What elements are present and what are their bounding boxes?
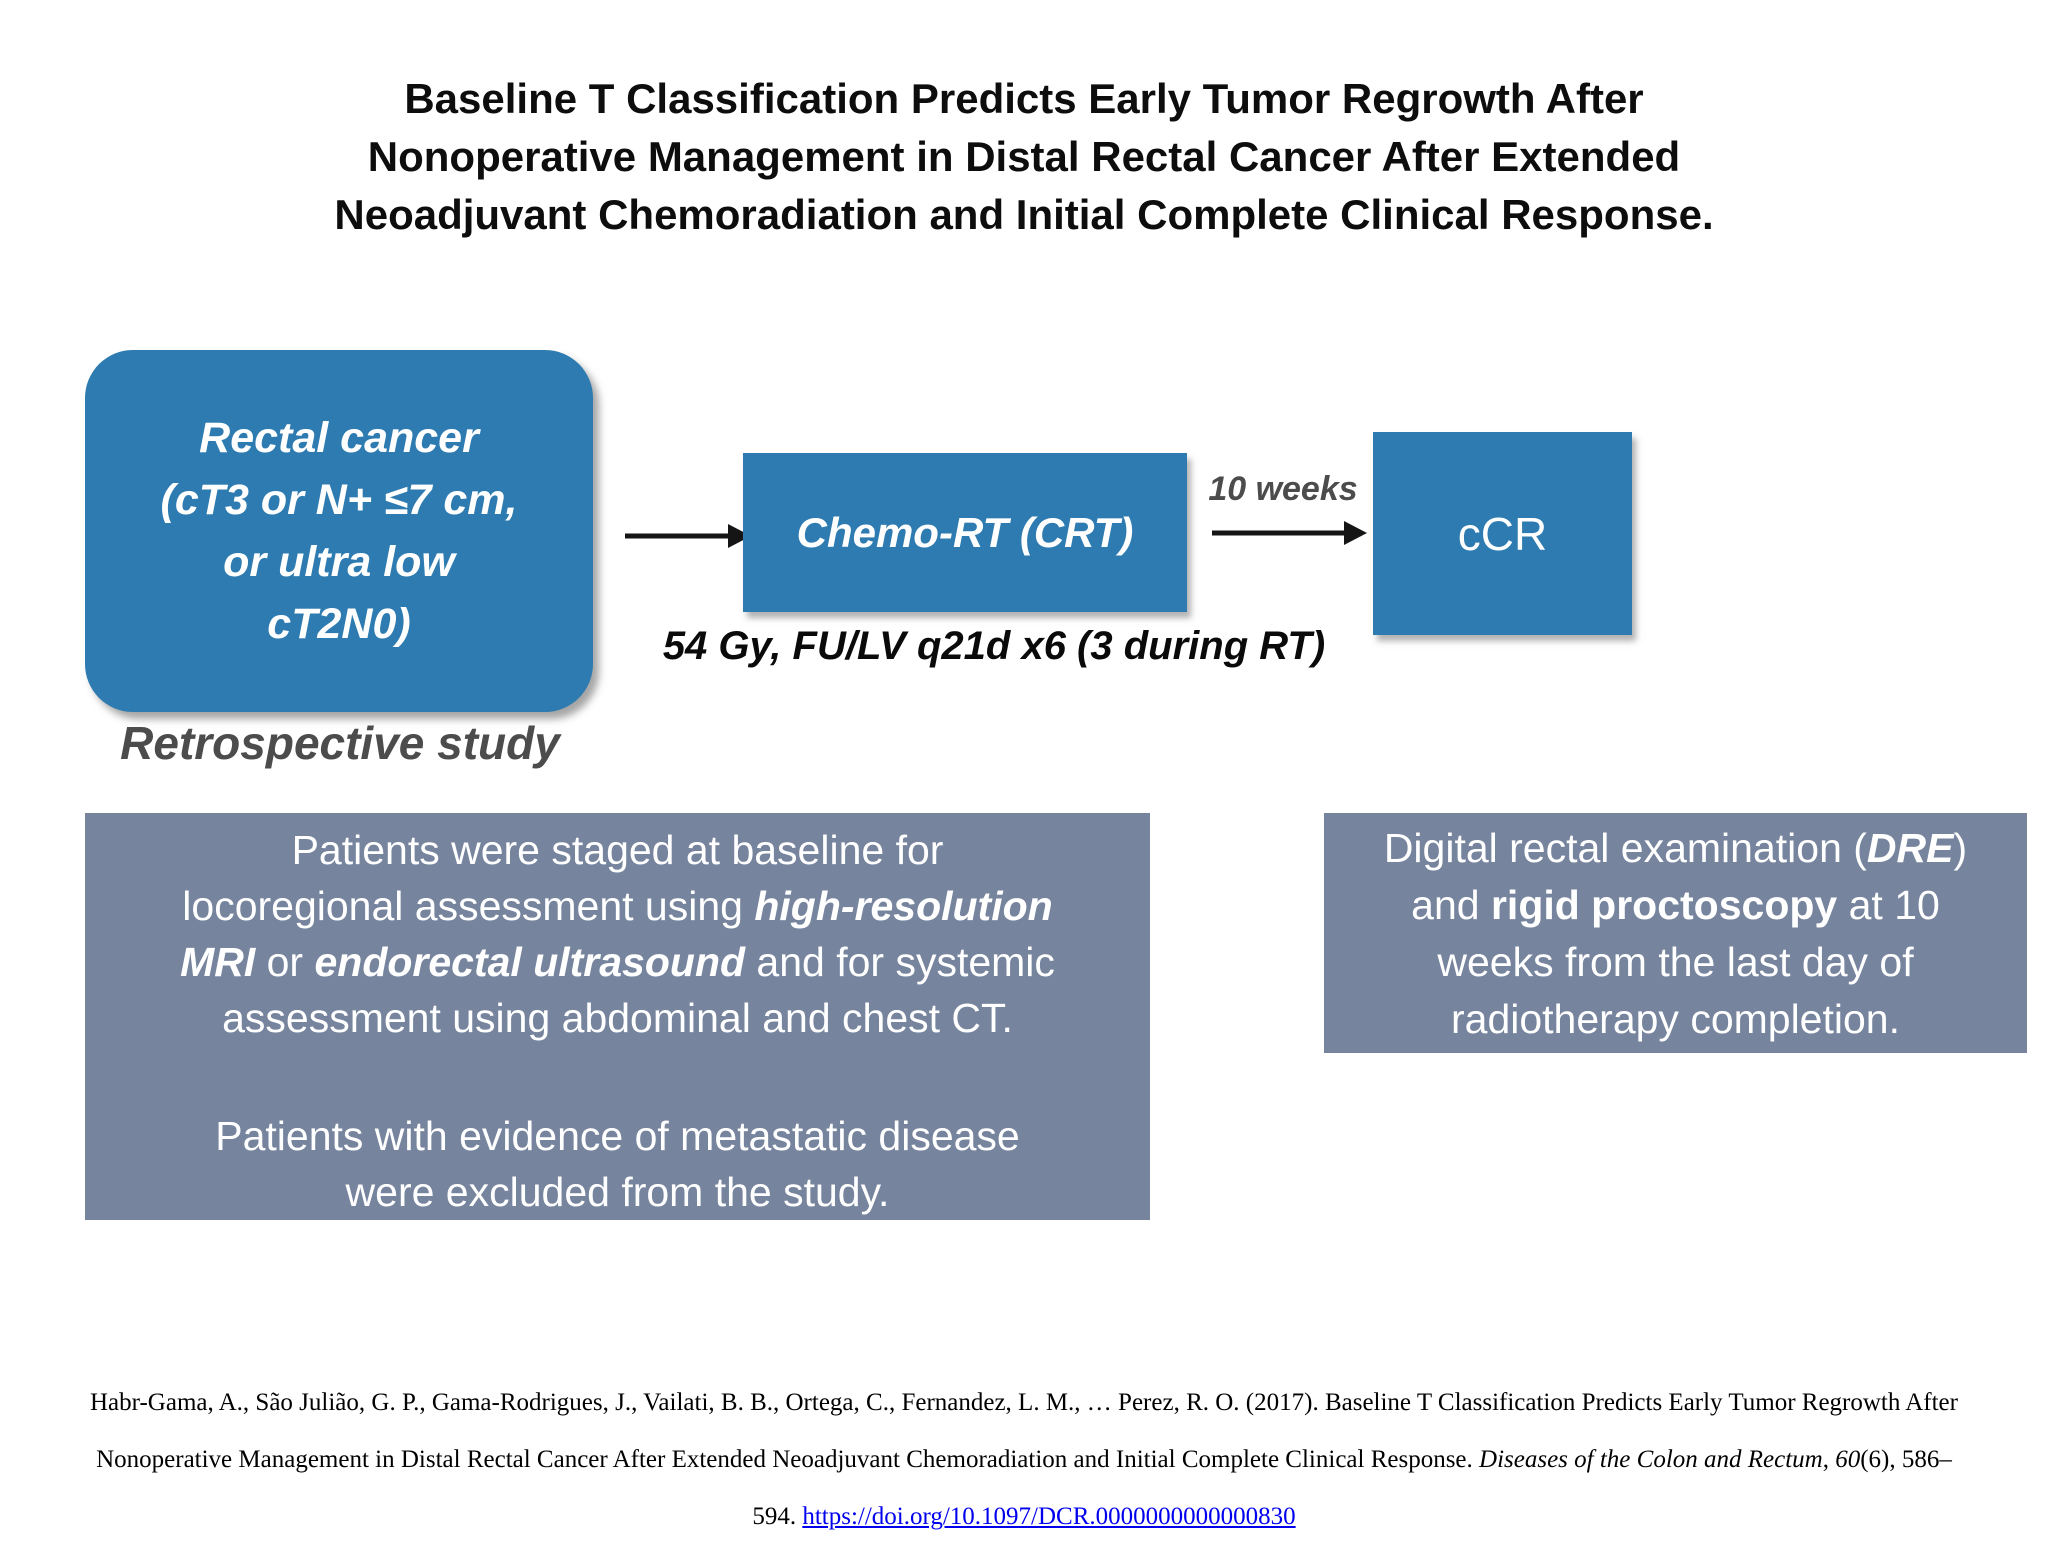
citation-line-3: 594. https://doi.org/10.1097/DCR.0000000… — [10, 1488, 2038, 1545]
assessment-note-box: Digital rectal examination (DRE) and rig… — [1324, 813, 2027, 1053]
text-segment: (6), 586– — [1860, 1446, 1952, 1473]
staging-p1-line-4: assessment using abdominal and chest CT. — [222, 995, 1013, 1041]
staging-paragraph-1: Patients were staged at baseline for loc… — [85, 822, 1150, 1046]
text-segment: at 10 — [1837, 882, 1940, 928]
text-segment: 594. — [752, 1503, 803, 1530]
study-type-label: Retrospective study — [120, 717, 560, 769]
assessment-line-3: weeks from the last day of — [1437, 939, 1914, 985]
treatment-caption: 54 Gy, FU/LV q21d x6 (3 during RT) — [662, 624, 1326, 668]
outcome-box-label: cCR — [1457, 507, 1548, 560]
flow-arrow-1-icon — [625, 524, 751, 548]
staging-p1-line-1: Patients were staged at baseline for — [291, 827, 944, 873]
text-segment: and for systemic — [745, 939, 1055, 985]
citation-line-2: Nonoperative Management in Distal Rectal… — [10, 1431, 2038, 1488]
assessment-line-1: Digital rectal examination (DRE) — [1324, 820, 2027, 877]
outcome-box: cCR — [1373, 432, 1632, 635]
treatment-box-label: Chemo-RT (CRT) — [796, 508, 1134, 556]
population-box-line-4: cT2N0) — [267, 600, 411, 648]
emphasis-segment: rigid proctoscopy — [1490, 882, 1838, 928]
population-box-line-1: Rectal cancer — [199, 414, 479, 462]
interval-label: 10 weeks — [1208, 470, 1358, 508]
staging-p1-line-3: MRI or endorectal ultrasound and for sys… — [85, 934, 1150, 990]
slide-title: Baseline T Classification Predicts Early… — [0, 70, 2048, 244]
text-segment: locoregional assessment using — [182, 883, 755, 929]
text-segment: or — [255, 939, 315, 985]
volume-number: 60 — [1835, 1446, 1861, 1473]
emphasis-segment: endorectal ultrasound — [314, 939, 746, 985]
staging-p1-line-2: locoregional assessment using high-resol… — [85, 878, 1150, 934]
assessment-line-4: radiotherapy completion. — [1451, 996, 1900, 1042]
population-box: Rectal cancer (cT3 or N+ ≤7 cm, or ultra… — [85, 350, 593, 712]
title-line-3: Neoadjuvant Chemoradiation and Initial C… — [334, 191, 1714, 238]
staging-note-box: Patients were staged at baseline for loc… — [85, 813, 1150, 1220]
text-segment: and — [1411, 882, 1491, 928]
population-box-line-2: (cT3 or N+ ≤7 cm, — [160, 476, 518, 524]
treatment-box: Chemo-RT (CRT) — [743, 453, 1187, 612]
text-segment: , — [1822, 1446, 1836, 1473]
text-segment: Digital rectal examination ( — [1383, 825, 1867, 871]
assessment-line-2: and rigid proctoscopy at 10 — [1324, 877, 2027, 934]
doi-link[interactable]: https://doi.org/10.1097/DCR.000000000000… — [802, 1503, 1296, 1530]
emphasis-segment: DRE — [1866, 825, 1954, 871]
text-segment: Nonoperative Management in Distal Rectal… — [96, 1446, 1480, 1473]
staging-p2-line-1: Patients with evidence of metastatic dis… — [215, 1113, 1020, 1159]
staging-paragraph-2: Patients with evidence of metastatic dis… — [85, 1108, 1150, 1220]
population-box-line-3: or ultra low — [223, 538, 455, 586]
emphasis-segment: MRI — [180, 939, 256, 985]
text-segment: ) — [1953, 825, 1968, 871]
emphasis-segment: high-resolution — [754, 883, 1053, 929]
citation-line-1: Habr-Gama, A., São Julião, G. P., Gama-R… — [90, 1389, 1958, 1416]
journal-name: Diseases of the Colon and Rectum — [1479, 1446, 1823, 1473]
title-line-1: Baseline T Classification Predicts Early… — [404, 75, 1644, 122]
title-line-2: Nonoperative Management in Distal Rectal… — [367, 133, 1681, 180]
citation: Habr-Gama, A., São Julião, G. P., Gama-R… — [10, 1374, 2038, 1545]
staging-p2-line-2: were excluded from the study. — [345, 1169, 890, 1215]
flow-arrow-2-icon — [1212, 521, 1367, 545]
